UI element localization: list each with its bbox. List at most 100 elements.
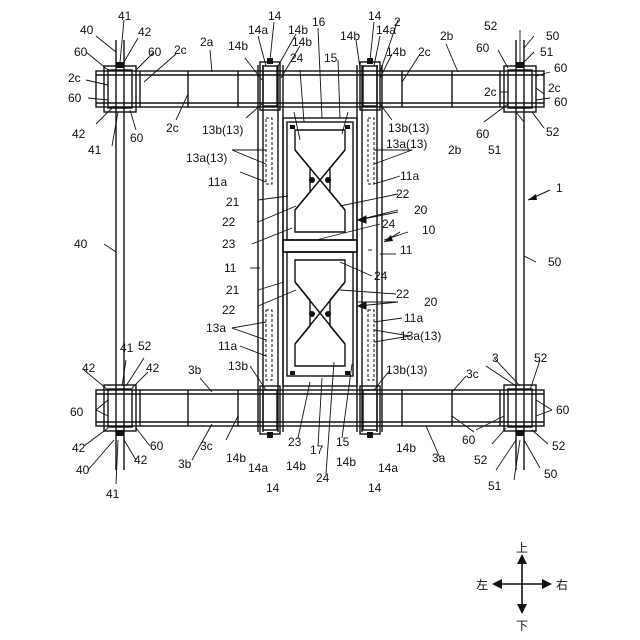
label-52-bottom-right-b: 52 xyxy=(552,439,566,453)
label-2c-top-right-a: 2c xyxy=(418,45,431,59)
label-14b-top-left-c: 14b xyxy=(292,35,312,49)
label-52-top-right-b: 52 xyxy=(546,125,560,139)
right-column-11 xyxy=(357,65,382,432)
label-42-top-left: 42 xyxy=(138,25,152,39)
label-3a: 3a xyxy=(432,451,446,465)
label-60-top-left-b: 60 xyxy=(148,45,162,59)
label-2b-top-right: 2b xyxy=(440,29,454,43)
panel-arrow-10 xyxy=(384,232,400,242)
label-52-bottom-right-c: 52 xyxy=(474,453,488,467)
label-14a-bottom-left: 14a xyxy=(248,461,268,475)
label-40-mid: 40 xyxy=(74,237,88,251)
label-14b-bottom-right: 14b xyxy=(396,441,416,455)
label-13a13-right-bottom: 13a(13) xyxy=(400,329,441,343)
label-24-bottom: 24 xyxy=(316,471,330,485)
label-3b-bottom: 3b xyxy=(178,457,192,471)
label-14a-bottom-right: 14a xyxy=(378,461,398,475)
label-11a-left-bottom: 11a xyxy=(218,339,237,353)
label-17: 17 xyxy=(310,443,324,457)
label-50-top-right: 50 xyxy=(546,29,560,43)
lower-damper-20 xyxy=(295,260,345,366)
right-post-50 xyxy=(516,40,524,470)
label-2: 2 xyxy=(394,15,401,29)
label-2c-top-left-c: 2c xyxy=(166,121,179,135)
label-14b-top-mid: 14b xyxy=(340,29,360,43)
label-14a-top-left: 14a xyxy=(248,23,268,37)
direction-right-label: 右 xyxy=(556,577,568,592)
label-14-bottom-right: 14 xyxy=(368,481,382,495)
label-14b-bottom-left-b: 14b xyxy=(286,459,306,473)
label-60-top-left-c: 60 xyxy=(68,91,82,105)
label-15-bottom: 15 xyxy=(336,435,350,449)
label-52-bottom-right-a: 52 xyxy=(534,351,548,365)
central-panel-10 xyxy=(283,118,357,386)
label-24-top: 24 xyxy=(290,51,304,65)
label-60-bottom-left-b: 60 xyxy=(150,439,164,453)
label-13a13-left-top: 13a(13) xyxy=(186,151,227,165)
label-23-bottom: 23 xyxy=(288,435,302,449)
label-60-top-right-b: 60 xyxy=(554,61,568,75)
left-post-40 xyxy=(116,40,124,470)
label-2b-mid-right: 2b xyxy=(448,143,462,157)
label-14b-bottom-mid: 14b xyxy=(336,455,356,469)
label-11-left-mid: 11 xyxy=(224,261,237,275)
label-13a13-right-top: 13a(13) xyxy=(386,137,427,151)
arrow-up-icon xyxy=(517,554,527,564)
label-21-bottom: 21 xyxy=(226,283,240,297)
label-24-mid-upper: 24 xyxy=(382,217,396,231)
label-50-mid: 50 xyxy=(548,255,562,269)
label-16: 16 xyxy=(312,15,326,29)
label-60-top-right-d: 60 xyxy=(476,127,490,141)
label-21-top: 21 xyxy=(226,195,240,209)
label-2c-top-left-b: 2c xyxy=(68,71,81,85)
label-23-left-top: 23 xyxy=(222,237,236,251)
label-2a: 2a xyxy=(200,35,214,49)
label-13b13-top-left: 13b(13) xyxy=(202,123,243,137)
label-2c-top-left-a: 2c xyxy=(174,43,187,57)
upper-damper-20 xyxy=(295,130,345,232)
label-50-bottom: 50 xyxy=(544,467,558,481)
label-41-bottom-left-b: 41 xyxy=(106,487,120,501)
arrow-down-icon xyxy=(517,604,527,614)
label-40-bottom: 40 xyxy=(76,463,90,477)
label-15-top: 15 xyxy=(324,51,338,65)
label-13b13-top-right: 13b(13) xyxy=(388,121,429,135)
label-60-bottom-right-b: 60 xyxy=(462,433,476,447)
bolt-marks xyxy=(116,58,524,438)
label-1: 1 xyxy=(556,181,563,195)
label-42-top-left-b: 42 xyxy=(72,127,86,141)
label-10: 10 xyxy=(422,223,436,237)
label-14-top-right: 14 xyxy=(368,9,382,23)
label-13b-left-bottom: 13b xyxy=(228,359,248,373)
label-11a-right-top: 11a xyxy=(400,169,419,183)
label-22-right-bottom: 22 xyxy=(396,287,410,301)
label-41-bottom-left-a: 41 xyxy=(120,341,134,355)
label-20-top: 20 xyxy=(414,203,428,217)
direction-compass: 上 下 左 右 xyxy=(476,541,568,633)
assembly-arrow-1 xyxy=(528,190,550,200)
label-41-top-left-b: 41 xyxy=(88,143,102,157)
label-22-left-top: 22 xyxy=(222,215,236,229)
label-60-top-right-c: 60 xyxy=(554,95,568,109)
label-22-right-top: 22 xyxy=(396,187,410,201)
left-column-11 xyxy=(258,65,283,432)
label-3b-top: 3b xyxy=(188,363,202,377)
direction-up-label: 上 xyxy=(516,541,528,555)
label-42-bottom-left-a: 42 xyxy=(82,361,96,375)
label-60-top-left-d: 60 xyxy=(130,131,144,145)
label-3c-top: 3c xyxy=(466,367,479,381)
label-52-bottom-left: 52 xyxy=(138,339,152,353)
label-51-bottom: 51 xyxy=(488,479,502,493)
label-24-mid-lower: 24 xyxy=(374,269,388,283)
label-22-left-bottom: 22 xyxy=(222,303,236,317)
label-11a-left-top: 11a xyxy=(208,175,227,189)
label-2c-top-right-b: 2c xyxy=(548,81,561,95)
arrow-left-icon xyxy=(492,579,502,589)
label-13a-left-bottom: 13a xyxy=(206,321,226,335)
label-60-top-left-a: 60 xyxy=(74,45,88,59)
label-14-top-left: 14 xyxy=(268,9,282,23)
label-14b-top-right: 14b xyxy=(386,45,406,59)
label-60-top-right-a: 60 xyxy=(476,41,490,55)
label-60-bottom-right-a: 60 xyxy=(556,403,570,417)
label-11-right-mid: 11 xyxy=(400,243,413,257)
